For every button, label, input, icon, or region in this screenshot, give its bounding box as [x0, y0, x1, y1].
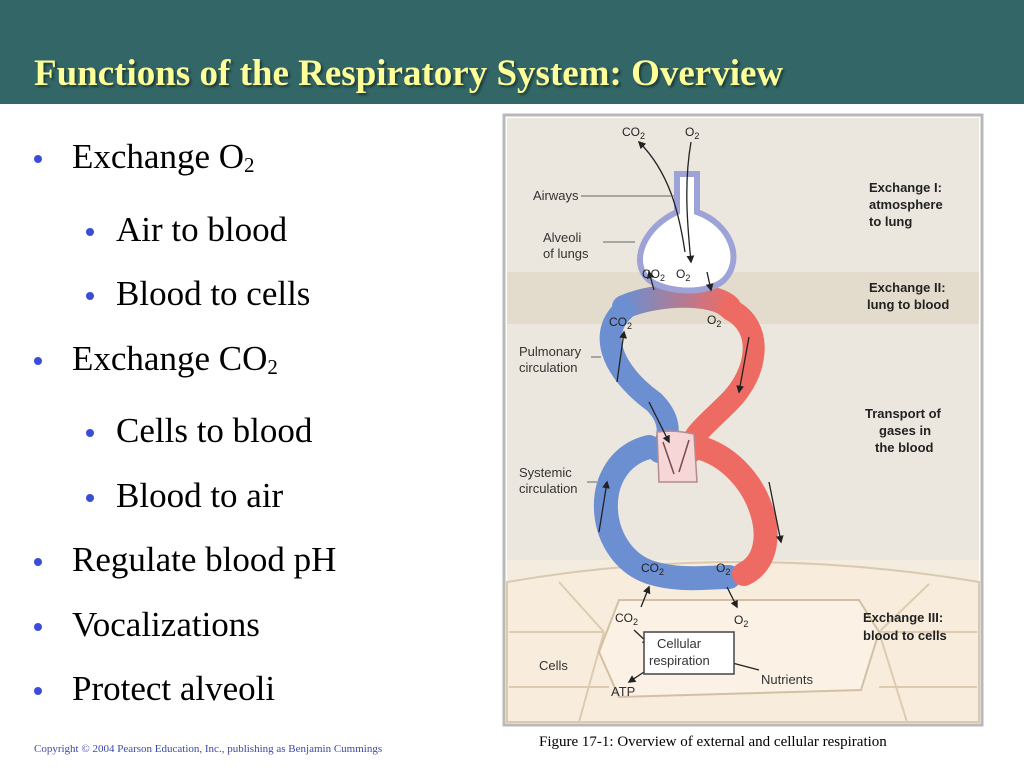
bullet-item: Cells to blood: [30, 410, 500, 452]
cellular-label: Cellular: [657, 636, 702, 651]
alveoli-label: Alveoli: [543, 230, 581, 245]
co2-label: CO2: [641, 561, 664, 577]
bullet-dot: [34, 356, 42, 365]
o2-label: O2: [707, 313, 721, 329]
co2-label: CO2: [642, 267, 665, 283]
bullet-text: Regulate blood pH: [72, 540, 337, 579]
o2-label: O2: [734, 613, 748, 629]
bullet-dot: [86, 227, 94, 236]
subscript: 2: [244, 153, 255, 177]
bullet-dot: [86, 292, 94, 300]
bullet-item: Exchange CO2: [30, 338, 500, 388]
bullet-text: Blood to cells: [116, 274, 311, 313]
stage-exchange-3-label: Exchange III:: [863, 610, 943, 625]
respiration-diagram: Cellular respiration Airways Alveoli of …: [502, 113, 984, 727]
pulmonary-circulation-label: circulation: [519, 360, 578, 375]
cell-borders: [509, 581, 977, 723]
band-exchange-1: [507, 118, 979, 272]
stage-exchange-2-label: lung to blood: [867, 297, 949, 312]
bullet-dot: [34, 558, 42, 566]
bullet-dot: [34, 155, 42, 163]
o2-label: O2: [716, 561, 730, 577]
leader-lines: [581, 195, 674, 483]
systemic-circulation-label: circulation: [519, 481, 578, 496]
bullet-item: Air to blood: [30, 209, 500, 251]
stage-transport-label: gases in: [879, 423, 931, 438]
bullet-text: Vocalizations: [72, 604, 260, 644]
pulmonary-label: Pulmonary: [519, 344, 582, 359]
bullet-dot: [86, 429, 94, 437]
stage-exchange-1-label: to lung: [869, 214, 912, 229]
o2-label: O2: [685, 125, 699, 141]
bullet-item: Exchange O2: [30, 136, 500, 186]
slide-title: Functions of the Respiratory System: Ove…: [34, 53, 784, 94]
bullet-text: Blood to air: [116, 475, 284, 515]
bullet-text: Exchange CO: [72, 338, 268, 378]
figure-caption: Figure 17-1: Overview of external and ce…: [539, 734, 887, 750]
atp-label: ATP: [611, 684, 635, 699]
bullet-item: Blood to air: [30, 475, 500, 517]
nutrients-label: Nutrients: [761, 672, 814, 687]
bullet-text: Air to blood: [116, 209, 288, 249]
cellular-respiration-box: [643, 631, 735, 675]
systemic-label: Systemic: [519, 465, 572, 480]
bullet-dot: [86, 493, 94, 502]
copyright-notice: Copyright © 2004 Pearson Education, Inc.…: [34, 743, 383, 755]
stage-transport-label: Transport of: [865, 406, 942, 421]
bullet-list: Exchange O2 Air to blood Blood to cells …: [30, 136, 500, 733]
bullet-item: Blood to cells: [30, 273, 500, 315]
co2-label: CO2: [622, 125, 645, 141]
stage-exchange-2-label: Exchange II:: [869, 280, 946, 295]
subscript: 2: [267, 354, 278, 379]
bullet-item: Regulate blood pH: [30, 539, 500, 581]
bullet-item: Protect alveoli: [30, 668, 500, 710]
title-bar: Functions of the Respiratory System: Ove…: [0, 0, 1024, 104]
bullet-text: Exchange O: [72, 137, 245, 176]
bullet-dot: [34, 687, 42, 695]
heart-chambers: [662, 439, 690, 475]
cells-label: Cells: [539, 658, 568, 673]
bullet-text: Cells to blood: [116, 411, 313, 450]
airways-label: Airways: [533, 188, 579, 203]
respiration-label: respiration: [649, 653, 710, 668]
o2-label: O2: [676, 267, 690, 283]
respiration-figure: Cellular respiration Airways Alveoli of …: [499, 112, 987, 728]
bullet-text: Protect alveoli: [72, 669, 276, 708]
stage-exchange-1-label: atmosphere: [869, 197, 943, 212]
co2-label: CO2: [615, 611, 638, 627]
stage-exchange-3-label: blood to cells: [863, 628, 947, 643]
stage-exchange-1-label: Exchange I:: [869, 180, 942, 195]
heart: [656, 430, 698, 483]
co2-label: CO2: [609, 315, 632, 331]
bullet-item: Vocalizations: [30, 604, 500, 646]
bullet-dot: [34, 622, 42, 631]
of-lungs-label: of lungs: [543, 246, 589, 261]
stage-transport-label: the blood: [875, 440, 934, 455]
alveolus: [637, 171, 737, 294]
